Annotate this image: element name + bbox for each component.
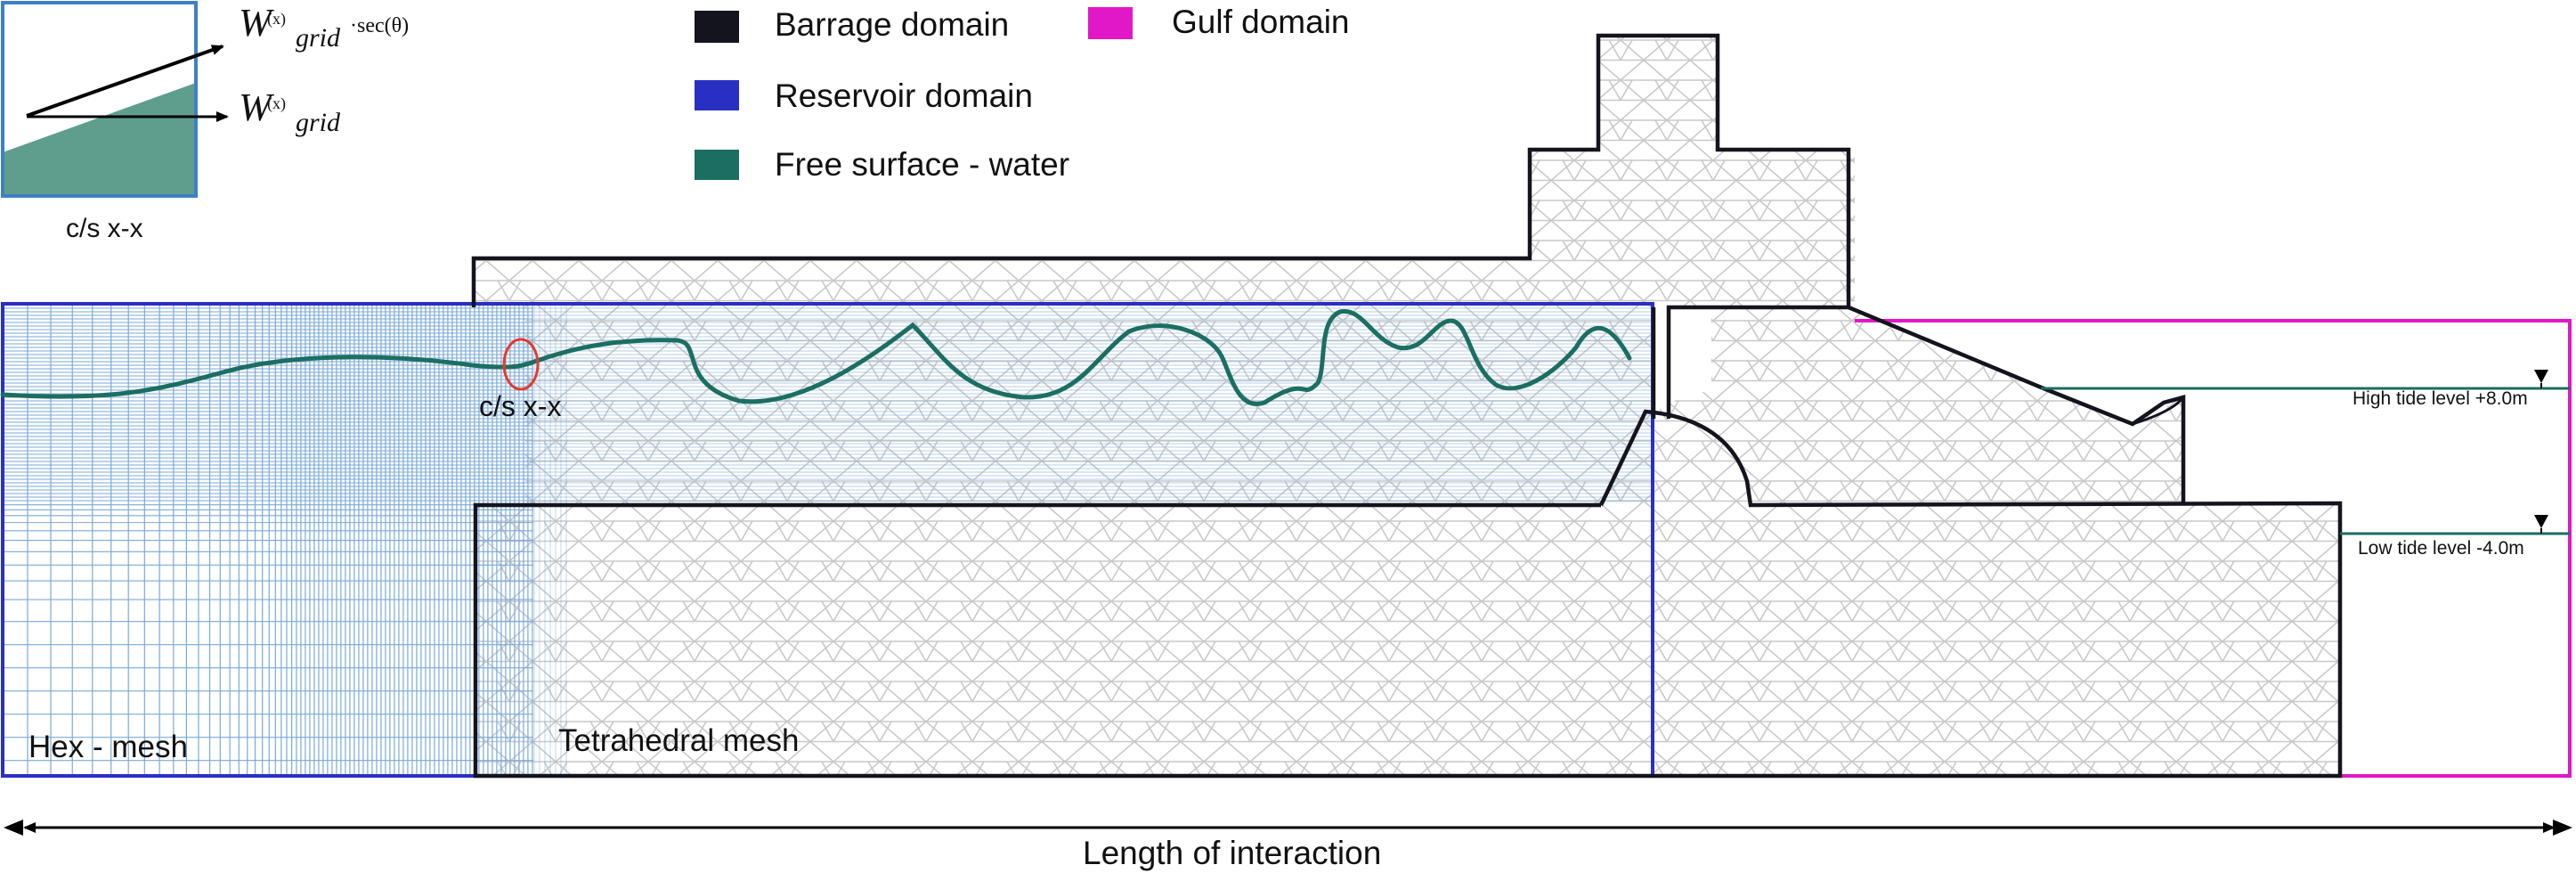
legend-swatch-gulf bbox=[1088, 7, 1133, 39]
formula-upper-superscript: (x) bbox=[267, 10, 286, 29]
free-surface-wave bbox=[0, 309, 1632, 406]
inset-caption: c/s x-x bbox=[66, 214, 143, 243]
formula-lower-symbol: W bbox=[239, 86, 274, 129]
high-tide-marker: High tide level +8.0m bbox=[2041, 370, 2570, 409]
legend-item-free-surface: Free surface - water bbox=[695, 146, 1069, 183]
high-tide-label: High tide level +8.0m bbox=[2353, 388, 2528, 409]
legend-item-barrage: Barrage domain bbox=[695, 6, 1009, 43]
formula-upper-symbol: W bbox=[239, 1, 274, 45]
low-tide-label: Low tide level -4.0m bbox=[2358, 538, 2524, 559]
low-tide-marker: Low tide level -4.0m bbox=[2340, 515, 2570, 559]
reservoir-tet-mesh bbox=[525, 305, 1652, 503]
gulf-domain-outline bbox=[1855, 319, 2572, 778]
inset-cross-section: c/s x-x bbox=[1, 1, 229, 243]
hex-mesh-region bbox=[3, 305, 533, 776]
legend-label-free-surface: Free surface - water bbox=[775, 146, 1069, 183]
formula-lower-superscript: (x) bbox=[267, 94, 286, 113]
barrage-domain-outline bbox=[471, 33, 1851, 307]
inset-frame bbox=[1, 1, 198, 198]
formula-upper-subscript: grid bbox=[296, 23, 341, 53]
legend-swatch-free-surface bbox=[695, 150, 739, 180]
legend: Barrage domain Reservoir domain Free sur… bbox=[695, 4, 1350, 183]
barrage-gate-outline bbox=[1651, 305, 2186, 503]
legend-swatch-barrage bbox=[695, 11, 739, 43]
length-of-interaction: Length of interaction bbox=[4, 820, 2572, 871]
foundation-mesh bbox=[475, 307, 2340, 775]
reservoir-mesh-lines bbox=[533, 305, 1652, 776]
legend-item-gulf: Gulf domain bbox=[1088, 4, 1350, 40]
tet-mesh-label: Tetrahedral mesh bbox=[558, 723, 799, 758]
legend-label-reservoir: Reservoir domain bbox=[775, 78, 1033, 114]
spillway-curve bbox=[473, 409, 2343, 779]
length-label: Length of interaction bbox=[1083, 835, 1381, 871]
inset-water-fill bbox=[3, 83, 196, 196]
cross-section-label: c/s x-x bbox=[479, 390, 561, 422]
legend-item-reservoir: Reservoir domain bbox=[695, 78, 1033, 114]
formula-upper: W (x) grid ·sec(θ) bbox=[239, 1, 409, 53]
formula-lower-subscript: grid bbox=[296, 108, 341, 137]
cross-section-marker bbox=[502, 338, 540, 391]
hex-mesh-label: Hex - mesh bbox=[28, 730, 188, 764]
inset-upper-arrow bbox=[26, 45, 224, 118]
legend-label-gulf: Gulf domain bbox=[1172, 4, 1350, 40]
formula-upper-suffix: ·sec(θ) bbox=[350, 14, 409, 37]
tetrahedral-mesh-region bbox=[474, 36, 2340, 775]
legend-label-barrage: Barrage domain bbox=[775, 6, 1009, 43]
legend-swatch-reservoir bbox=[695, 80, 739, 110]
formula-lower: W (x) grid bbox=[239, 86, 341, 137]
embankment-curve bbox=[2132, 396, 2185, 426]
barrage-body-mesh bbox=[474, 36, 1855, 307]
